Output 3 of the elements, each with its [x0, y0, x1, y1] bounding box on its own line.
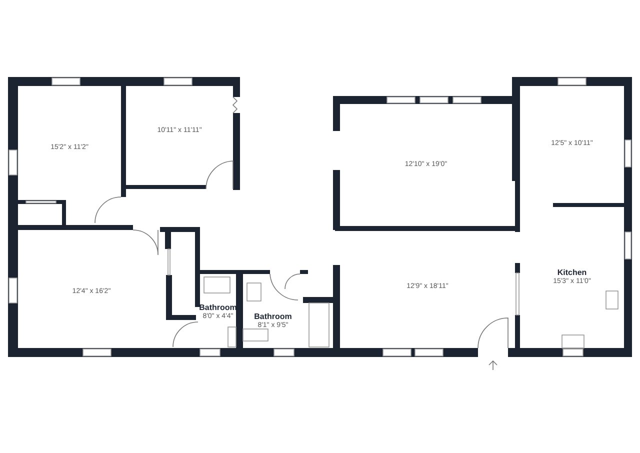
room-name: Kitchen — [557, 268, 587, 278]
room-name: Bathroom — [199, 303, 237, 313]
room-name: Bathroom — [254, 312, 292, 322]
